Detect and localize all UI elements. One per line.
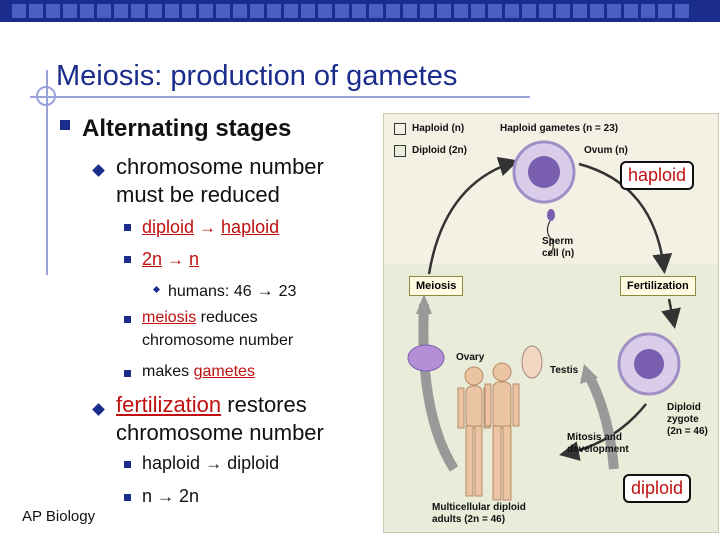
life-cycle-artwork xyxy=(384,114,718,501)
zygote-nucleus-icon xyxy=(634,349,664,379)
decorative-vertical-line xyxy=(46,70,48,275)
bullet-fertilization: fertilization restores xyxy=(116,391,307,419)
arrow-adults-to-meiosis xyxy=(418,303,459,472)
legend-diploid-swatch xyxy=(394,145,406,157)
term-n: n xyxy=(189,249,200,269)
zygote-label-line1: Diploid xyxy=(667,402,701,413)
bullet-diploid-haploid: diploid→haploid xyxy=(142,217,279,238)
legend-haploid-swatch xyxy=(394,123,406,135)
term-gametes: gametes xyxy=(193,363,255,380)
makes-text: makes xyxy=(142,363,194,380)
sperm-label-line1: Sperm xyxy=(542,236,574,247)
ovum-label: Ovum (n) xyxy=(584,145,628,156)
arrow-head-grey-icon xyxy=(416,294,432,314)
haploid-gametes-label: Haploid gametes (n = 23) xyxy=(500,123,619,134)
right-arrow-icon: → xyxy=(205,454,223,473)
decorative-title-underline xyxy=(30,96,530,98)
bullet-small-square-icon xyxy=(124,316,131,323)
arrow-adults-to-testis xyxy=(584,373,619,470)
term-2n: 2n xyxy=(142,249,163,269)
bullet-small-square-icon xyxy=(124,256,131,263)
ovary-icon xyxy=(407,344,445,372)
ovum-nucleus-icon xyxy=(528,156,560,188)
arrow-meiosis-to-ovum xyxy=(427,156,519,275)
mitosis-label-line2: development xyxy=(567,444,629,455)
bullet-alternating-stages: Alternating stages xyxy=(82,115,292,142)
meiosis-stage-label: Meiosis xyxy=(409,276,464,296)
bullet-small-square-icon xyxy=(124,370,131,377)
bullet-tiny-diamond-icon xyxy=(152,285,161,294)
right-arrow-icon: → xyxy=(157,487,175,506)
bullet-meiosis-reduces: meiosis reduces xyxy=(142,309,258,327)
sperm-label-line2: cell (n) xyxy=(542,248,575,259)
bullet-diamond-icon xyxy=(92,403,105,416)
header-pattern xyxy=(12,4,689,18)
decorative-crosshair xyxy=(36,86,56,106)
zygote-label-line3: (2n = 46) xyxy=(667,426,708,437)
fertilization-rest: restores xyxy=(221,392,307,417)
arrow-ovum-to-fertilization xyxy=(578,162,673,274)
testis-label: Testis xyxy=(550,365,579,376)
bullet-square-icon xyxy=(60,120,70,130)
bullet-small-square-icon xyxy=(124,494,131,501)
human-adults-icon xyxy=(457,362,520,501)
term-haploid: haploid xyxy=(221,217,280,237)
bullet-fertilization-line2: chromosome number xyxy=(116,420,324,445)
arrow-head-grey-icon xyxy=(580,364,598,384)
bullet-haploid-diploid: haploid→diploid xyxy=(142,453,279,474)
bullet-reduce-line2: must be reduced xyxy=(116,182,280,207)
adults-label-line2: adults (2n = 46) xyxy=(432,514,506,525)
right-arrow-icon: → xyxy=(256,281,274,300)
term-fertilization: fertilization xyxy=(116,392,222,417)
humans-prefix: humans: 46 xyxy=(168,283,252,300)
slide-title: Meiosis: production of gametes xyxy=(56,60,458,92)
adults-label-line1: Multicellular diploid xyxy=(432,502,526,513)
legend-haploid-label: Haploid (n) xyxy=(412,123,465,134)
sperm-tail-icon xyxy=(546,220,554,257)
mitosis-label-line1: Mitosis and xyxy=(567,432,623,443)
arrow-fertilization-to-zygote xyxy=(661,298,681,329)
testis-icon xyxy=(521,345,543,379)
ovary-label: Ovary xyxy=(456,352,485,363)
meiosis-rest: reduces xyxy=(196,309,258,326)
bullet-small-square-icon xyxy=(124,224,131,231)
bullet-2n-n: 2n→n xyxy=(142,249,199,270)
right-arrow-icon: → xyxy=(199,218,217,237)
bullet-reduce-line1: chromosome number xyxy=(116,154,324,179)
bullet-meiosis-line2: chromosome number xyxy=(142,332,294,349)
bullet-diamond-icon xyxy=(92,164,105,177)
haploid-callout: haploid xyxy=(620,161,695,190)
footer-course-label: AP Biology xyxy=(22,508,96,525)
term-2n-2: 2n xyxy=(179,486,200,506)
term-haploid-2: haploid xyxy=(142,453,201,473)
legend-diploid-label: Diploid (2n) xyxy=(412,145,467,156)
bullet-small-square-icon xyxy=(124,461,131,468)
right-arrow-icon: → xyxy=(167,250,185,269)
zygote-label-line2: zygote xyxy=(667,414,699,425)
bullet-makes-gametes: makes gametes xyxy=(142,363,255,381)
term-n-2: n xyxy=(142,486,153,506)
term-diploid: diploid xyxy=(142,217,195,237)
diploid-callout: diploid xyxy=(623,474,692,503)
fertilization-stage-label: Fertilization xyxy=(620,276,696,296)
term-meiosis: meiosis xyxy=(142,309,197,326)
bullet-n-2n: n→2n xyxy=(142,486,199,507)
bullet-humans: humans: 46→23 xyxy=(168,281,296,301)
header-strip xyxy=(0,0,720,22)
sperm-head-icon xyxy=(547,209,555,221)
humans-suffix: 23 xyxy=(278,283,297,300)
term-diploid-2: diploid xyxy=(227,453,280,473)
